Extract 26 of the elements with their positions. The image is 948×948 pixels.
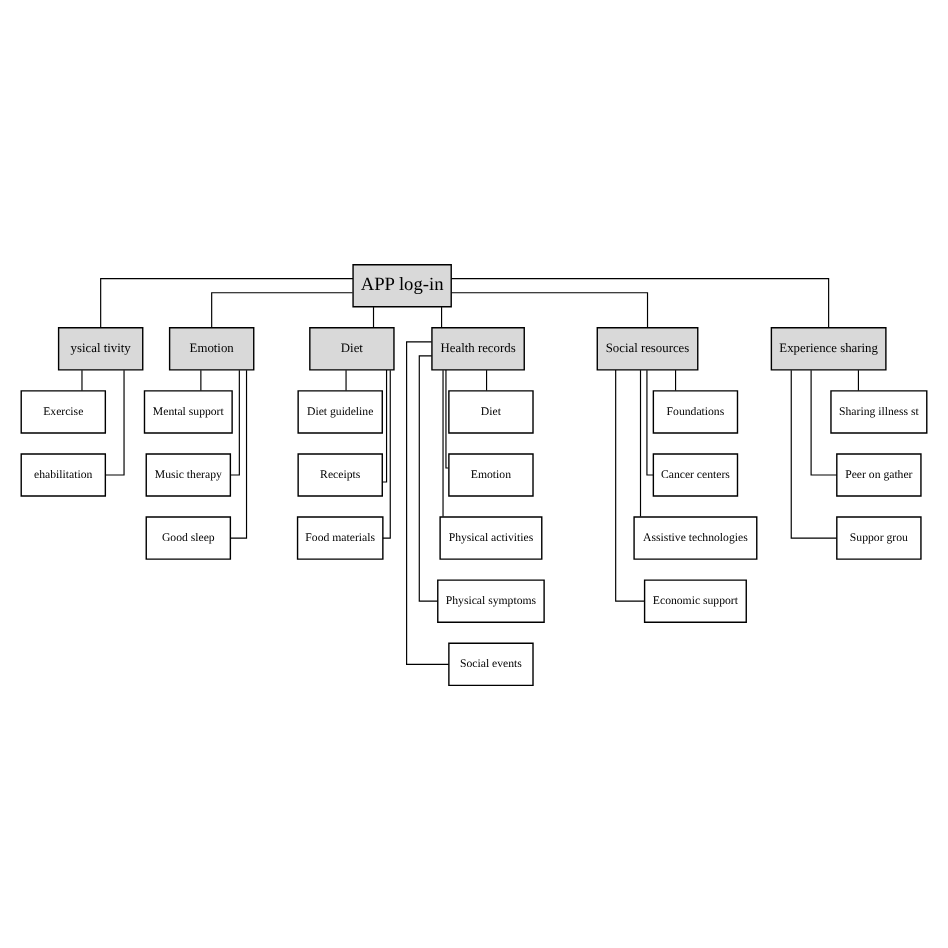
connector	[857, 368, 859, 391]
connector	[200, 368, 202, 391]
connector	[372, 305, 375, 328]
connector	[211, 291, 354, 328]
connector	[381, 368, 388, 482]
connector	[345, 368, 347, 391]
connector	[639, 368, 642, 517]
connector	[441, 305, 443, 328]
connector	[674, 368, 677, 391]
connector	[229, 368, 240, 475]
connector	[104, 368, 125, 475]
connector	[406, 340, 450, 664]
connector	[442, 368, 444, 517]
connector	[418, 354, 439, 601]
connector	[445, 368, 449, 468]
connector	[485, 368, 488, 391]
connector	[646, 368, 654, 475]
connector	[790, 368, 838, 538]
connector	[230, 368, 248, 538]
connector	[100, 277, 354, 328]
connector	[615, 368, 646, 601]
connector	[81, 368, 83, 391]
connector	[382, 368, 391, 538]
node-box: APP log-in	[352, 262, 452, 307]
connector	[450, 291, 649, 328]
connector	[450, 277, 830, 328]
